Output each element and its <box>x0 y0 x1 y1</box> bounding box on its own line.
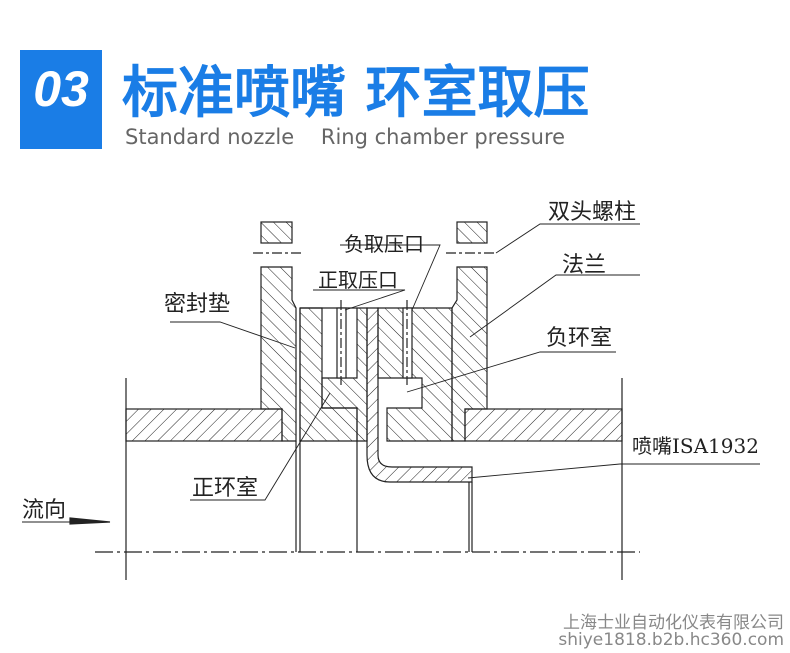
label-stud-bolt: 双头螺柱 <box>548 200 637 225</box>
pipe-wall-right <box>464 408 623 442</box>
pipe-wall-left <box>125 408 283 442</box>
section-number-badge: 03 <box>20 50 102 152</box>
label-flange: 法兰 <box>562 253 607 278</box>
label-flow-direction: 流向 <box>22 498 67 523</box>
badge-underline <box>48 150 84 152</box>
label-positive-chamber: 正环室 <box>192 476 259 501</box>
nozzle-tube <box>366 307 473 483</box>
label-negative-tap: 负取压口 <box>344 232 424 256</box>
footer-url: shiye1818.b2b.hc360.com <box>558 630 784 650</box>
ring-body-right <box>377 307 453 442</box>
label-positive-tap: 正取压口 <box>318 268 398 292</box>
flange-right <box>451 266 488 442</box>
page-subtitle: Standard nozzle Ring chamber pressure <box>125 125 566 149</box>
label-nozzle: 喷嘴ISA1932 <box>632 434 759 458</box>
section-number: 03 <box>33 61 89 117</box>
flange-right-top <box>456 221 488 244</box>
flange-left-top <box>260 221 293 244</box>
ring-body-left-main <box>299 307 358 442</box>
page-title: 标准喷嘴 环室取压 <box>122 61 590 126</box>
label-gasket: 密封垫 <box>164 292 231 317</box>
label-negative-chamber: 负环室 <box>546 326 613 351</box>
footer-company: 上海士业自动化仪表有限公司 <box>563 613 784 633</box>
